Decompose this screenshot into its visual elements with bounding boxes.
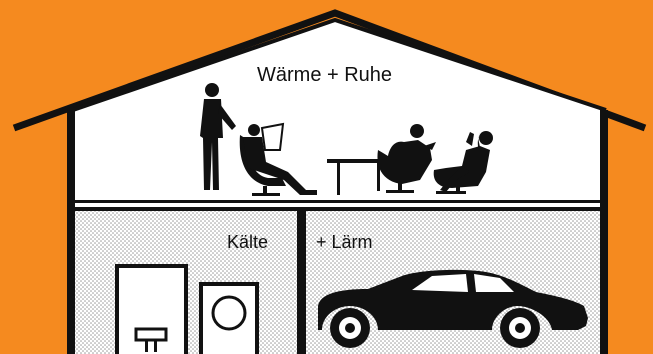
divider-wall	[297, 207, 306, 354]
garage-left-label: Kälte	[227, 233, 268, 251]
upper-room-label: Wärme + Ruhe	[257, 65, 392, 85]
garage-right-label: + Lärm	[316, 233, 373, 251]
floor-slab-inner	[75, 203, 600, 207]
washing-machine-icon	[201, 284, 257, 354]
right-wall	[600, 110, 608, 354]
left-wall	[67, 108, 75, 354]
